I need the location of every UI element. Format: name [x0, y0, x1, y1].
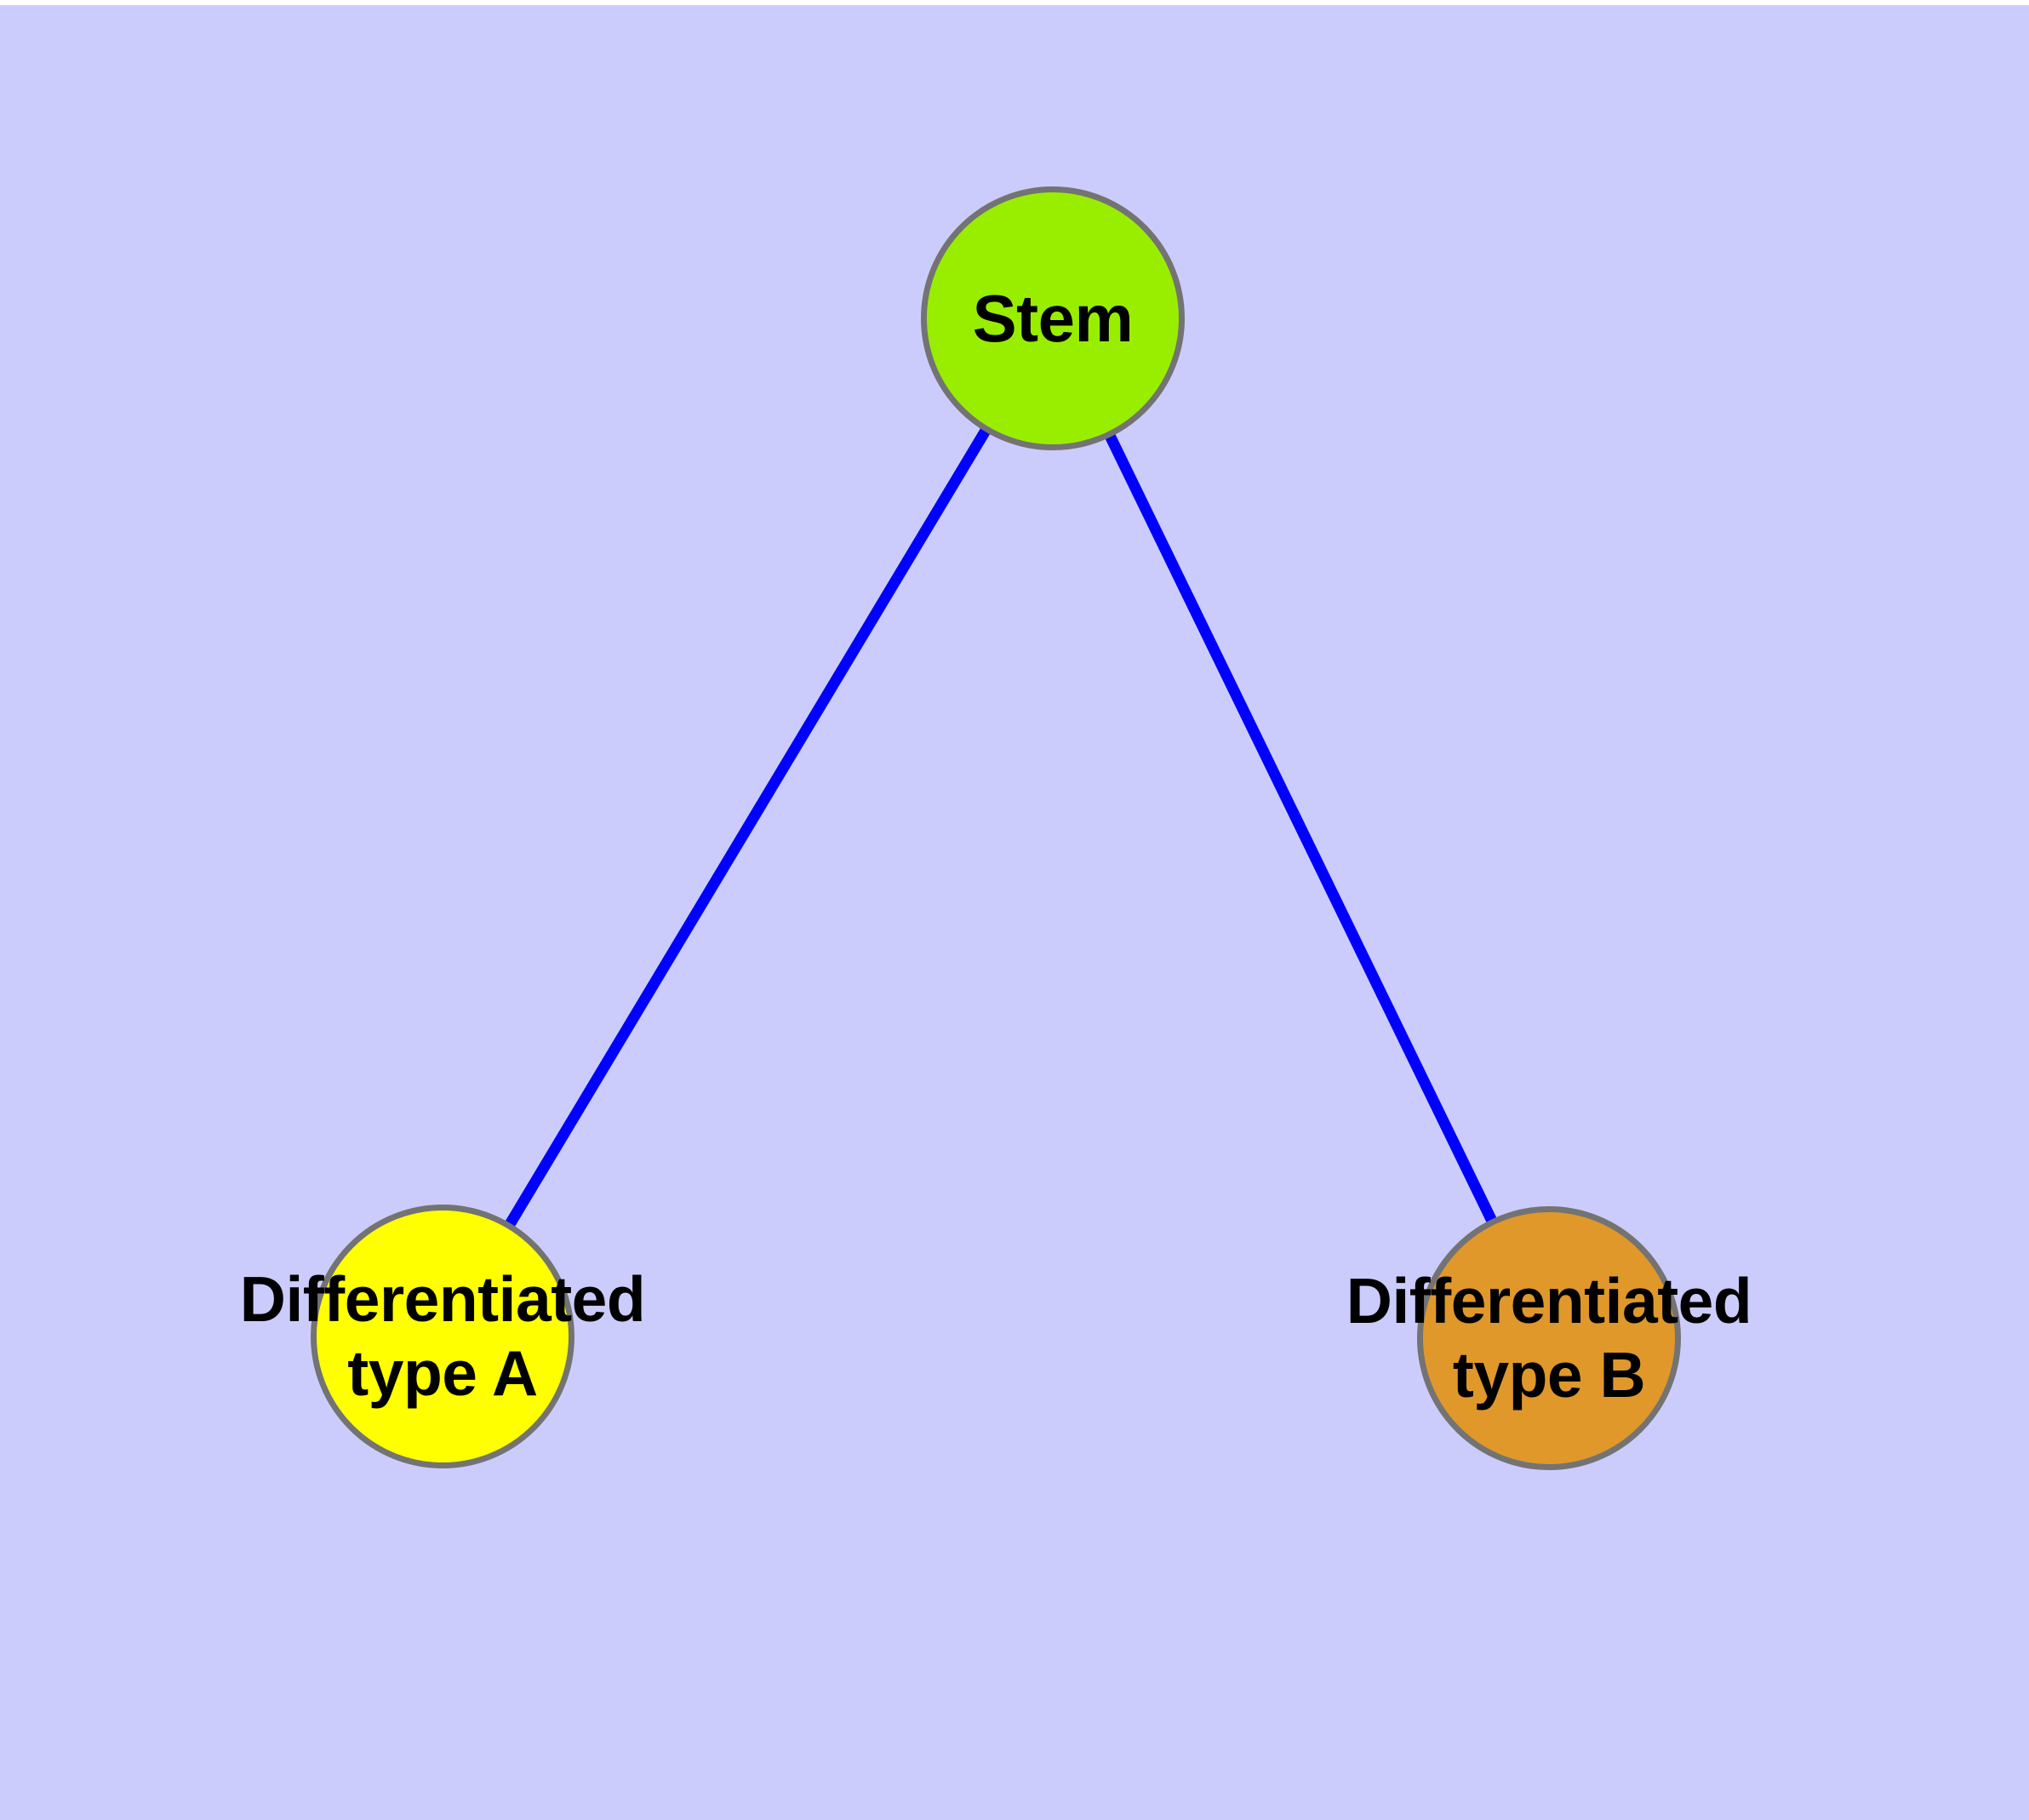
- node-stem[interactable]: Stem: [921, 186, 1185, 450]
- node-differentiated-type-a-label-line-2: type A: [347, 1337, 538, 1409]
- edge-stem-to-differentiated-type-a: [437, 315, 1058, 1340]
- node-differentiated-type-b-label-line-2: type B: [1452, 1339, 1646, 1411]
- node-differentiated-type-b-circle[interactable]: [1417, 1206, 1681, 1470]
- node-stem-label-line-1: Stem: [972, 280, 1134, 356]
- node-stem-circle[interactable]: [921, 186, 1185, 450]
- node-differentiated-type-b-label-line-1: Differentiated: [1346, 1265, 1752, 1336]
- node-differentiated-type-a-circle[interactable]: [311, 1205, 574, 1468]
- node-differentiated-type-a[interactable]: Differentiated type A: [240, 1205, 646, 1468]
- node-differentiated-type-a-label: Differentiated type A: [239, 1262, 646, 1411]
- node-differentiated-type-b-label: Differentiated type B: [1346, 1264, 1752, 1412]
- top-white-strip: [0, 0, 2029, 5]
- node-differentiated-type-b[interactable]: Differentiated type B: [1346, 1206, 1752, 1470]
- node-stem-label: Stem: [973, 280, 1134, 357]
- node-differentiated-type-a-label-line-1: Differentiated: [239, 1263, 646, 1335]
- edge-stem-to-differentiated-type-b: [1048, 316, 1554, 1341]
